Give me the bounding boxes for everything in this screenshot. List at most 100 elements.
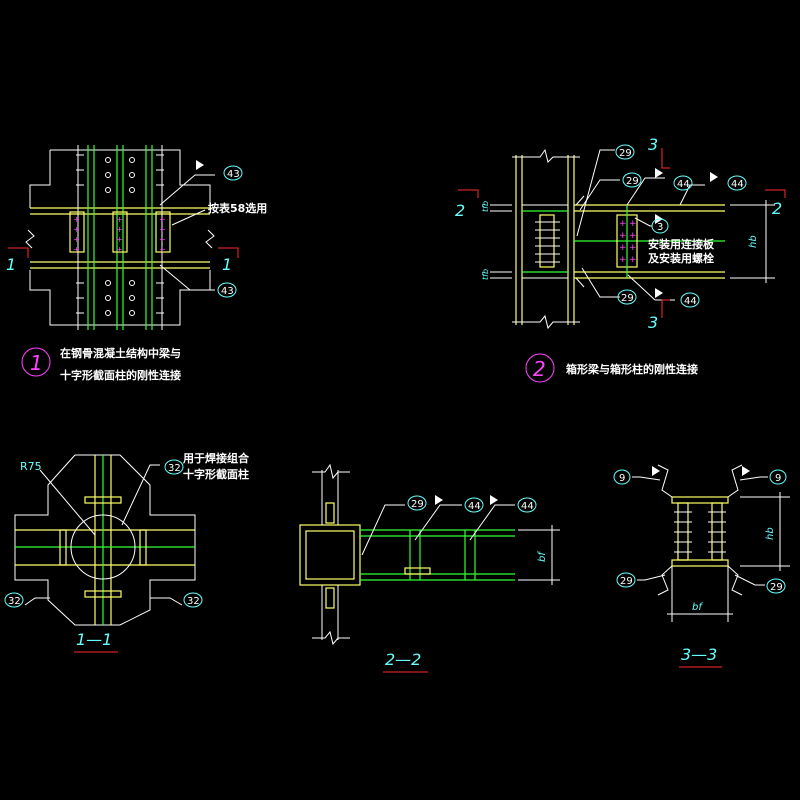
detail2-dim-hb: hb — [748, 235, 759, 248]
bolt-group-right: + + + + — [159, 215, 166, 254]
svg-text:+: + — [629, 231, 637, 241]
section-mark-1-left: 1 — [6, 255, 16, 274]
section33-dim-hb: hb — [765, 527, 776, 540]
detail2-note-line1: 安装用连接板 — [648, 237, 715, 251]
svg-text:+: + — [116, 215, 123, 224]
section11-label: 1—1 — [76, 630, 112, 649]
svg-text:+: + — [619, 243, 627, 253]
svg-text:+: + — [629, 219, 637, 229]
detail2-bubble-6: 29 — [621, 293, 634, 304]
bubble-circle — [615, 144, 635, 160]
bubble-circle — [616, 572, 636, 588]
svg-text:+: + — [629, 243, 637, 253]
section11-note-line2: 十字形截面柱 — [183, 467, 249, 481]
section-2-2: 29 44 44 bf 2—2 — [299, 463, 560, 673]
section33-bolts — [674, 511, 726, 553]
detail2-bubble-4: 44 — [731, 179, 744, 190]
bubble-circle — [407, 495, 427, 511]
detail-1-title-line1: 在钢骨混凝土结构中梁与 — [60, 346, 181, 360]
bubble-circle — [673, 175, 693, 191]
detail2-bubble-7: 44 — [684, 296, 697, 307]
bubble-circle — [223, 165, 243, 181]
detail2-section-left: 2 — [455, 201, 465, 220]
detail2-dim-tfb-top: tfb — [481, 201, 490, 212]
bubble-circle — [622, 172, 642, 188]
section33-bubble-3: 29 — [620, 576, 633, 587]
section33-bubble-4: 29 — [770, 582, 783, 593]
section33-bubble-1: 9 — [619, 473, 625, 484]
bubble-circle — [183, 592, 203, 608]
bolt-group-left: + + + + — [73, 215, 80, 254]
bubble-circle — [217, 282, 237, 298]
detail2-dim-tfb-bottom: tfb — [481, 269, 490, 280]
svg-text:+: + — [629, 255, 637, 265]
detail2-section-bottom: 3 — [648, 313, 658, 332]
bubble-circle — [4, 592, 24, 608]
section11-r-label: R75 — [20, 460, 42, 473]
svg-text:+: + — [73, 245, 80, 254]
section-3-3: 9 9 29 29 hb bf 3—3 — [613, 464, 790, 668]
section-mark-1-right: 1 — [222, 255, 232, 274]
detail2-section-top: 3 — [648, 135, 658, 154]
svg-text:+: + — [116, 225, 123, 234]
detail2-bubble-3: 44 — [677, 179, 690, 190]
section33-bubble-2: 9 — [775, 473, 781, 484]
section11-bubble-2: 32 — [8, 596, 21, 607]
detail-1-title-line2: 十字形截面柱的刚性连接 — [60, 368, 181, 382]
section33-label: 3—3 — [681, 645, 717, 664]
detail2-section-right: 2 — [772, 199, 782, 218]
detail1-bubble-bottom: 43 — [221, 286, 234, 297]
svg-text:+: + — [116, 245, 123, 254]
bubble-circle — [766, 578, 786, 594]
detail2-note-line2: 及安装用螺栓 — [648, 251, 714, 265]
section-1-1: R75 用于焊接组合 十字形截面柱 32 32 32 1—1 — [4, 451, 250, 653]
studs-top — [76, 154, 164, 193]
svg-text:+: + — [73, 235, 80, 244]
svg-text:+: + — [73, 225, 80, 234]
detail2-bubble-1: 29 — [619, 148, 632, 159]
svg-text:+: + — [73, 215, 80, 224]
detail-2-caption: 2 箱形梁与箱形柱的刚性连接 — [525, 353, 698, 383]
detail2-bubble-2: 29 — [626, 176, 639, 187]
detail-1-caption: 1 在钢骨混凝土结构中梁与 十字形截面柱的刚性连接 — [21, 346, 181, 382]
section22-bubble-3: 44 — [521, 501, 534, 512]
section11-bubble-3: 32 — [187, 596, 200, 607]
detail-1-number: 1 — [30, 351, 43, 375]
studs-bottom — [76, 280, 164, 316]
svg-text:+: + — [159, 225, 166, 234]
beam-bolts: + + + + + + + + — [619, 219, 637, 265]
bubble-circle — [769, 469, 787, 485]
svg-text:+: + — [116, 235, 123, 244]
svg-text:+: + — [159, 235, 166, 244]
svg-text:+: + — [619, 255, 627, 265]
bubble-circle — [651, 218, 669, 234]
bubble-circle — [164, 459, 184, 475]
section11-note-line1: 用于焊接组合 — [183, 451, 250, 465]
note-58: 按表58选用 — [208, 201, 267, 215]
section22-bubble-1: 29 — [411, 499, 424, 510]
bubble-circle — [517, 497, 537, 513]
bubble-circle — [617, 289, 637, 305]
svg-text:+: + — [619, 231, 627, 241]
svg-text:+: + — [159, 215, 166, 224]
svg-text:+: + — [619, 219, 627, 229]
svg-text:+: + — [159, 245, 166, 254]
detail-2-elevation: + + + + + + + + 29 29 44 44 — [455, 135, 786, 332]
bubble-circle — [680, 292, 700, 308]
detail-2-title: 箱形梁与箱形柱的刚性连接 — [566, 362, 698, 376]
detail-2-number: 2 — [533, 357, 546, 381]
bubble-circle — [464, 497, 484, 513]
section33-dim-bf: bf — [692, 602, 703, 613]
detail2-bubble-5: 3 — [657, 222, 663, 233]
detail-1-elevation: + + + + + + + + + + + + — [6, 145, 267, 330]
section22-bubble-2: 44 — [468, 501, 481, 512]
bubble-circle — [613, 469, 631, 485]
bubble-circle — [727, 175, 747, 191]
column-bolts — [535, 221, 560, 263]
section22-dim-bf: bf — [537, 551, 548, 562]
section22-label: 2—2 — [385, 650, 421, 669]
section11-bubble-1: 32 — [168, 463, 181, 474]
detail1-bubble-top: 43 — [227, 169, 240, 180]
